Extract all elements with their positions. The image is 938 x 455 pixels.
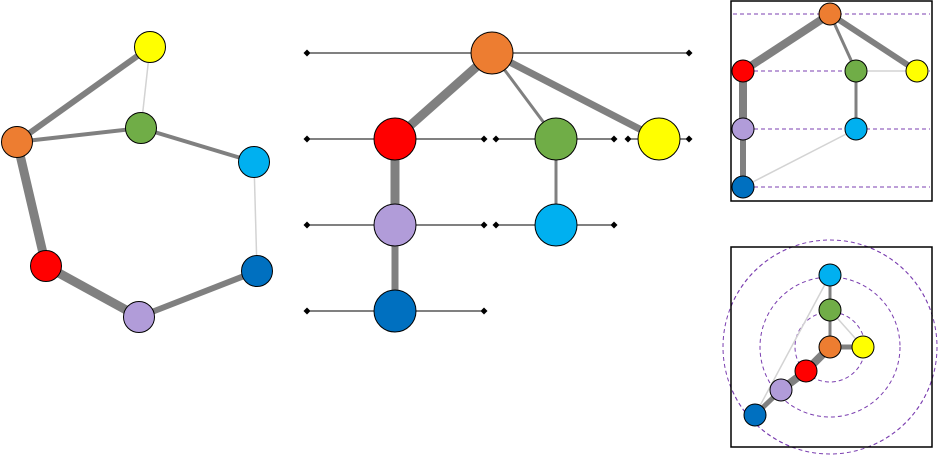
- node-orange: [470, 31, 514, 75]
- guide-endpoint: [480, 135, 488, 143]
- node-cyan: [844, 117, 868, 141]
- node-green: [818, 298, 842, 322]
- guide-endpoint: [610, 221, 618, 229]
- edge-cyan-blue: [253, 161, 258, 272]
- node-yellow: [851, 335, 875, 359]
- guide-endpoint: [303, 49, 311, 57]
- node-red: [794, 359, 818, 383]
- node-lavender: [123, 301, 155, 333]
- guide-endpoint: [480, 221, 488, 229]
- guide-endpoint: [480, 307, 488, 315]
- edge-orange-yellow: [490, 49, 661, 143]
- node-cyan: [238, 146, 270, 178]
- edge-lavender-red: [43, 262, 142, 321]
- node-orange: [818, 2, 842, 26]
- tree-layout-panel: [303, 31, 693, 333]
- edge-orange-red: [740, 10, 833, 75]
- node-blue: [241, 255, 273, 287]
- node-cyan: [818, 263, 842, 287]
- edge-green-cyan: [140, 126, 255, 164]
- node-green: [125, 112, 157, 144]
- guide-endpoint: [624, 135, 632, 143]
- node-blue: [731, 175, 755, 199]
- radial-layout-panel: [722, 239, 938, 455]
- node-green: [534, 117, 578, 161]
- edge-blue-lavender: [137, 268, 259, 320]
- node-yellow: [905, 59, 929, 83]
- layered-frame: [730, 0, 933, 202]
- guide-endpoint: [492, 221, 500, 229]
- edge-cyan-blue: [754, 274, 831, 416]
- force-layout-panel: [1, 31, 273, 333]
- node-red: [731, 59, 755, 83]
- node-red: [30, 250, 62, 282]
- edge-orange-red: [392, 49, 495, 143]
- radial-outer-ring: [722, 239, 938, 455]
- layered-layout-panel: [730, 0, 933, 202]
- guide-endpoint: [492, 135, 500, 143]
- node-green: [844, 59, 868, 83]
- edge-orange-yellow: [15, 44, 152, 145]
- node-yellow: [637, 117, 681, 161]
- edge-orange-yellow: [828, 11, 919, 74]
- guide-endpoint: [303, 221, 311, 229]
- node-lavender: [373, 203, 417, 247]
- node-yellow: [134, 31, 166, 63]
- guide-endpoint: [303, 307, 311, 315]
- edge-orange-green: [16, 126, 142, 144]
- node-blue: [743, 403, 767, 427]
- radial-frame: [730, 246, 933, 448]
- node-blue: [373, 289, 417, 333]
- node-red: [373, 117, 417, 161]
- edge-orange-red: [12, 140, 51, 268]
- guide-endpoint: [610, 135, 618, 143]
- edge-cyan-blue: [742, 128, 857, 188]
- node-orange: [1, 126, 33, 158]
- node-lavender: [731, 117, 755, 141]
- guide-endpoint: [685, 49, 693, 57]
- guide-endpoint: [303, 135, 311, 143]
- node-orange: [818, 335, 842, 359]
- node-lavender: [769, 378, 793, 402]
- node-cyan: [534, 203, 578, 247]
- guide-endpoint: [685, 135, 693, 143]
